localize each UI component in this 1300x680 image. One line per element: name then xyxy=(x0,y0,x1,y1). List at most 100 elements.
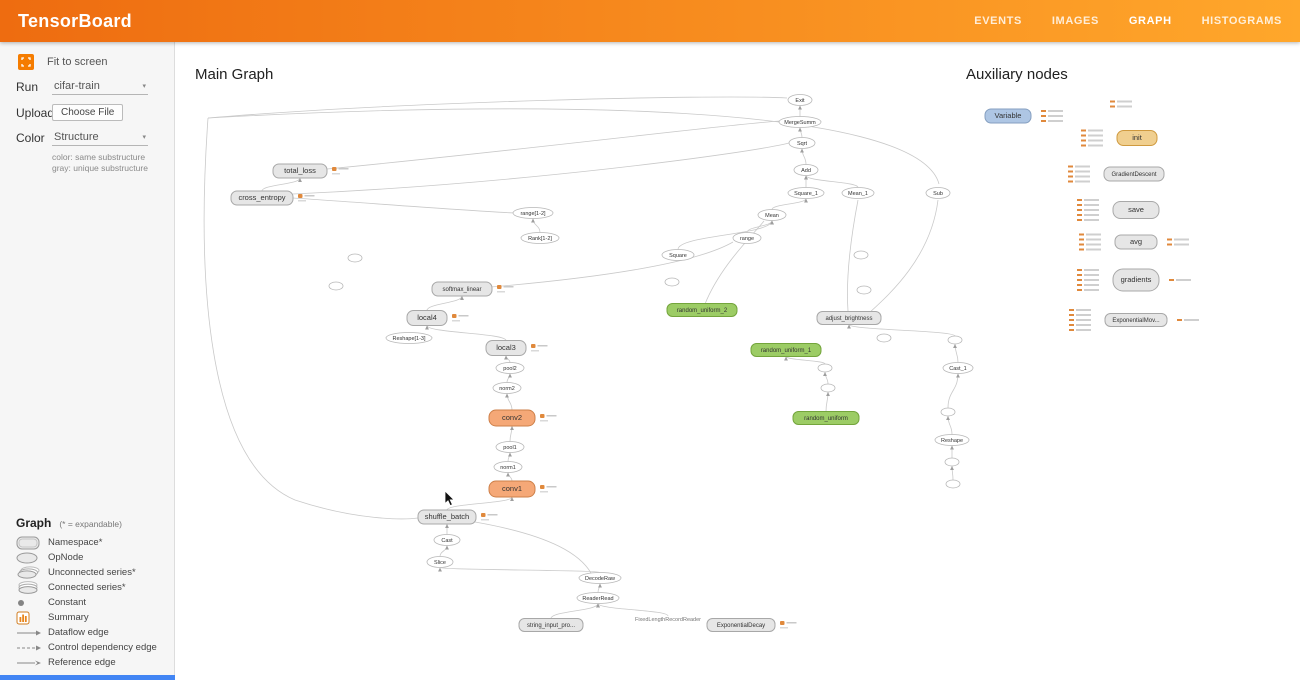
reference-edge-icon xyxy=(16,659,48,667)
graph-node-mean[interactable]: Mean xyxy=(757,209,787,221)
graph-node-d10[interactable] xyxy=(664,277,680,287)
graph-node-d12[interactable] xyxy=(328,281,344,291)
svg-text:Cast_1: Cast_1 xyxy=(949,366,966,372)
graph-node-local4[interactable]: local4 xyxy=(406,310,469,326)
choose-file-button[interactable]: Choose File xyxy=(52,104,124,121)
graph-node-mean_1[interactable]: Mean_1 xyxy=(841,187,875,199)
graph-node-reshape13[interactable]: Reshape[1-3] xyxy=(385,332,433,344)
nav-tab-images[interactable]: IMAGES xyxy=(1051,15,1099,27)
graph-node-exp_decay[interactable]: ExponentialDecay xyxy=(706,618,797,632)
graph-node-conv2[interactable]: conv2 xyxy=(488,409,557,427)
legend-item-label: Connected series* xyxy=(48,582,126,593)
unconnected-series-icon xyxy=(16,565,48,580)
graph-node-sub[interactable]: Sub xyxy=(925,187,951,199)
graph-node-square[interactable]: Square xyxy=(661,249,695,261)
graph-node-d9[interactable] xyxy=(945,479,961,489)
graph-node-random_uniform_1[interactable]: random_uniform_1 xyxy=(750,343,822,357)
svg-text:cross_entropy: cross_entropy xyxy=(238,193,285,202)
color-select[interactable]: Structure ▾ xyxy=(52,130,148,146)
sidebar: Fit to screen Run cifar-train ▾ Upload C… xyxy=(0,42,175,680)
svg-text:DecodeRaw: DecodeRaw xyxy=(585,576,615,582)
connected-series-icon xyxy=(16,580,48,595)
color-label: Color xyxy=(16,131,45,145)
aux-node-gradients[interactable]: gradients xyxy=(1077,268,1191,292)
aux-node-avg[interactable]: avg xyxy=(1079,233,1189,251)
app-header: TensorBoard EVENTS IMAGES GRAPH HISTOGRAMS xyxy=(0,0,1300,42)
graph-node-rank12[interactable]: Rank[1-2] xyxy=(520,232,560,244)
fit-to-screen-button[interactable] xyxy=(18,54,34,70)
legend-item-label: Constant xyxy=(48,597,87,608)
graph-node-cast[interactable]: Cast xyxy=(433,534,461,546)
svg-text:random_uniform_1: random_uniform_1 xyxy=(761,348,812,354)
graph-node-d5[interactable] xyxy=(820,383,836,393)
graph-node-d8[interactable] xyxy=(944,457,960,467)
graph-node-range[interactable]: range xyxy=(732,232,762,244)
aux-node-save[interactable]: save xyxy=(1077,199,1160,221)
aux-node-init[interactable]: init xyxy=(1081,129,1158,147)
graph-node-total_loss[interactable]: total_loss xyxy=(272,163,349,179)
graph-node-d4[interactable] xyxy=(817,363,833,373)
graph-node-conv1[interactable]: conv1 xyxy=(488,480,557,498)
nav-tab-graph[interactable]: GRAPH xyxy=(1128,15,1172,27)
legend-item-label: Reference edge xyxy=(48,657,116,668)
aux-node-gradient_descent[interactable]: GradientDescent xyxy=(1068,165,1165,183)
graph-node-reshape_1[interactable]: Reshape xyxy=(934,434,970,446)
graph-node-cross_entropy[interactable]: cross_entropy xyxy=(230,190,315,206)
aux-node-variable[interactable]: Variable xyxy=(984,108,1063,124)
graph-node-string_input[interactable]: string_input_pro... xyxy=(518,618,584,632)
graph-node-merge_summ[interactable]: MergeSumm xyxy=(778,116,822,128)
horizontal-scrollbar[interactable] xyxy=(0,675,175,680)
nav-tab-histograms[interactable]: HISTOGRAMS xyxy=(1201,15,1282,27)
graph-node-decode_raw[interactable]: DecodeRaw xyxy=(578,572,622,584)
graph-node-sqrt[interactable]: Sqrt xyxy=(788,137,816,149)
graph-node-square_1[interactable]: Square_1 xyxy=(787,187,825,199)
svg-text:range: range xyxy=(740,236,754,242)
opnode-icon xyxy=(16,552,48,564)
graph-node-d3[interactable] xyxy=(876,333,892,343)
svg-text:shuffle_batch: shuffle_batch xyxy=(425,512,469,521)
graph-node-softmax_linear[interactable]: softmax_linear xyxy=(431,281,514,297)
graph-node-local3[interactable]: local3 xyxy=(485,340,548,356)
graph-node-reader_read[interactable]: ReaderRead xyxy=(576,592,620,604)
svg-text:Square_1: Square_1 xyxy=(794,191,818,197)
run-row: Run cifar-train ▾ xyxy=(0,79,174,95)
graph-canvas[interactable]: total_loss cross_entropy softmax_linearloc… xyxy=(175,42,1300,680)
legend-item: Summary xyxy=(16,610,174,625)
legend-item-label: Namespace* xyxy=(48,537,103,548)
graph-node-shuffle_batch[interactable]: shuffle_batch xyxy=(417,509,498,525)
graph-node-fixed_length: FixedLengthRecordReader xyxy=(635,617,701,623)
graph-node-d1[interactable] xyxy=(853,250,869,260)
svg-text:norm1: norm1 xyxy=(500,465,516,471)
graph-node-norm1[interactable]: norm1 xyxy=(493,461,523,473)
graph-node-d6[interactable] xyxy=(947,335,963,345)
upload-row: Upload Choose File xyxy=(0,104,174,121)
graph-node-add[interactable]: Add xyxy=(793,164,819,176)
aux-node-exp_moving[interactable]: ExponentialMov... xyxy=(1069,309,1199,331)
graph-node-cast_1[interactable]: Cast_1 xyxy=(942,362,974,374)
graph-node-range12[interactable]: range[1-2] xyxy=(512,207,554,219)
graph-node-pool1[interactable]: pool1 xyxy=(495,441,525,453)
svg-text:Mean_1: Mean_1 xyxy=(848,191,868,197)
graph-node-random_uniform[interactable]: random_uniform xyxy=(792,411,860,425)
svg-text:local3: local3 xyxy=(496,343,516,352)
legend-item: Namespace* xyxy=(16,535,174,550)
graph-node-exit[interactable]: Exit xyxy=(787,94,813,106)
graph-node-norm2[interactable]: norm2 xyxy=(492,382,522,394)
graph-node-d7[interactable] xyxy=(940,407,956,417)
chevron-down-icon: ▾ xyxy=(142,83,146,90)
graph-node-d11[interactable] xyxy=(347,253,363,263)
graph-node-random_uniform_2[interactable]: random_uniform_2 xyxy=(666,303,738,317)
legend-header: Graph (* = expandable) xyxy=(16,516,174,530)
nav-tab-events[interactable]: EVENTS xyxy=(974,15,1022,27)
app-title: TensorBoard xyxy=(18,10,132,31)
graph-node-slice[interactable]: Slice xyxy=(426,556,454,568)
graph-node-adjust_brightness[interactable]: adjust_brightness xyxy=(816,311,882,325)
svg-text:random_uniform: random_uniform xyxy=(804,416,848,422)
graph-node-pool2[interactable]: pool2 xyxy=(495,362,525,374)
graph-node-d2[interactable] xyxy=(856,285,872,295)
run-label: Run xyxy=(16,80,39,94)
svg-text:ReaderRead: ReaderRead xyxy=(582,596,613,602)
run-select[interactable]: cifar-train ▾ xyxy=(52,79,148,95)
svg-text:string_input_pro...: string_input_pro... xyxy=(527,623,575,629)
